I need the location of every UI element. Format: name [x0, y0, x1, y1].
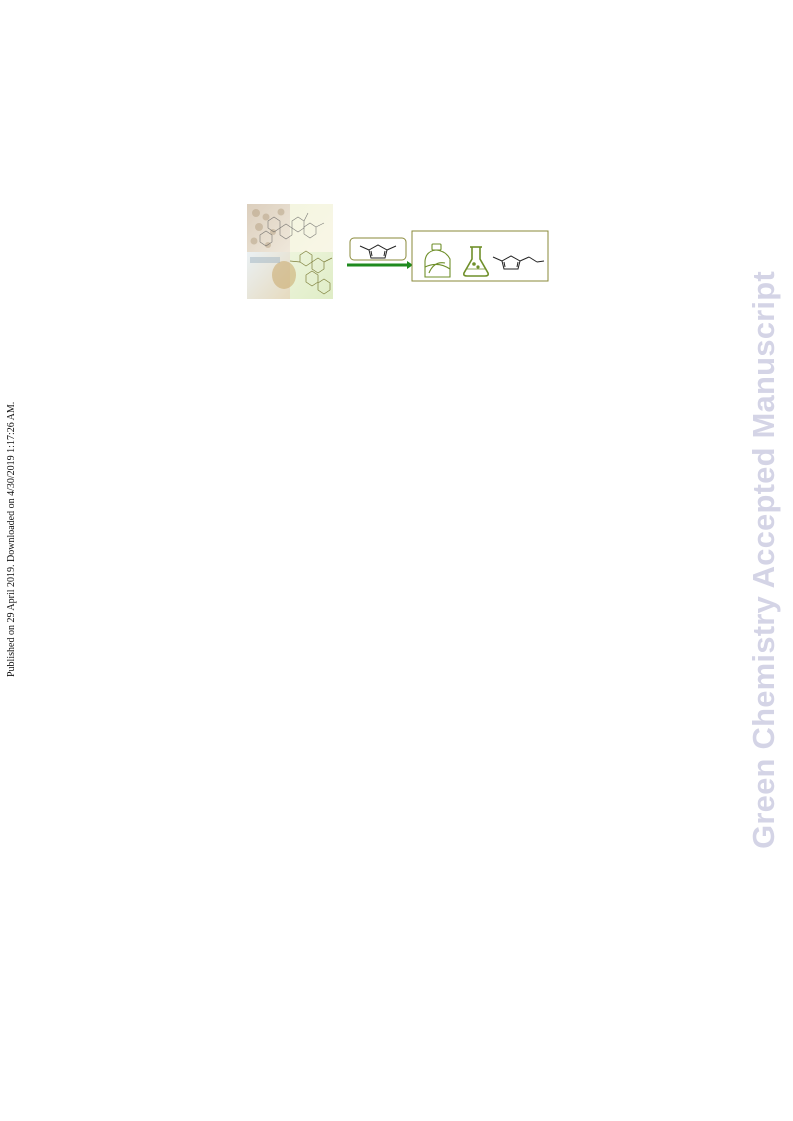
alkylfuran-molecule [492, 255, 545, 270]
manuscript-watermark-text: Green Chemistry Accepted Manuscript [746, 271, 781, 849]
reaction-arrow [347, 261, 413, 269]
biomass-collage [247, 204, 333, 299]
publication-note-text: Published on 29 April 2019. Downloaded o… [6, 401, 17, 677]
detergent-bottle-icon [424, 243, 451, 278]
flask-icon [463, 246, 489, 277]
toc-graphic [247, 204, 549, 299]
catalyst-box [349, 237, 407, 261]
dimethylfuran-molecule [359, 244, 397, 259]
